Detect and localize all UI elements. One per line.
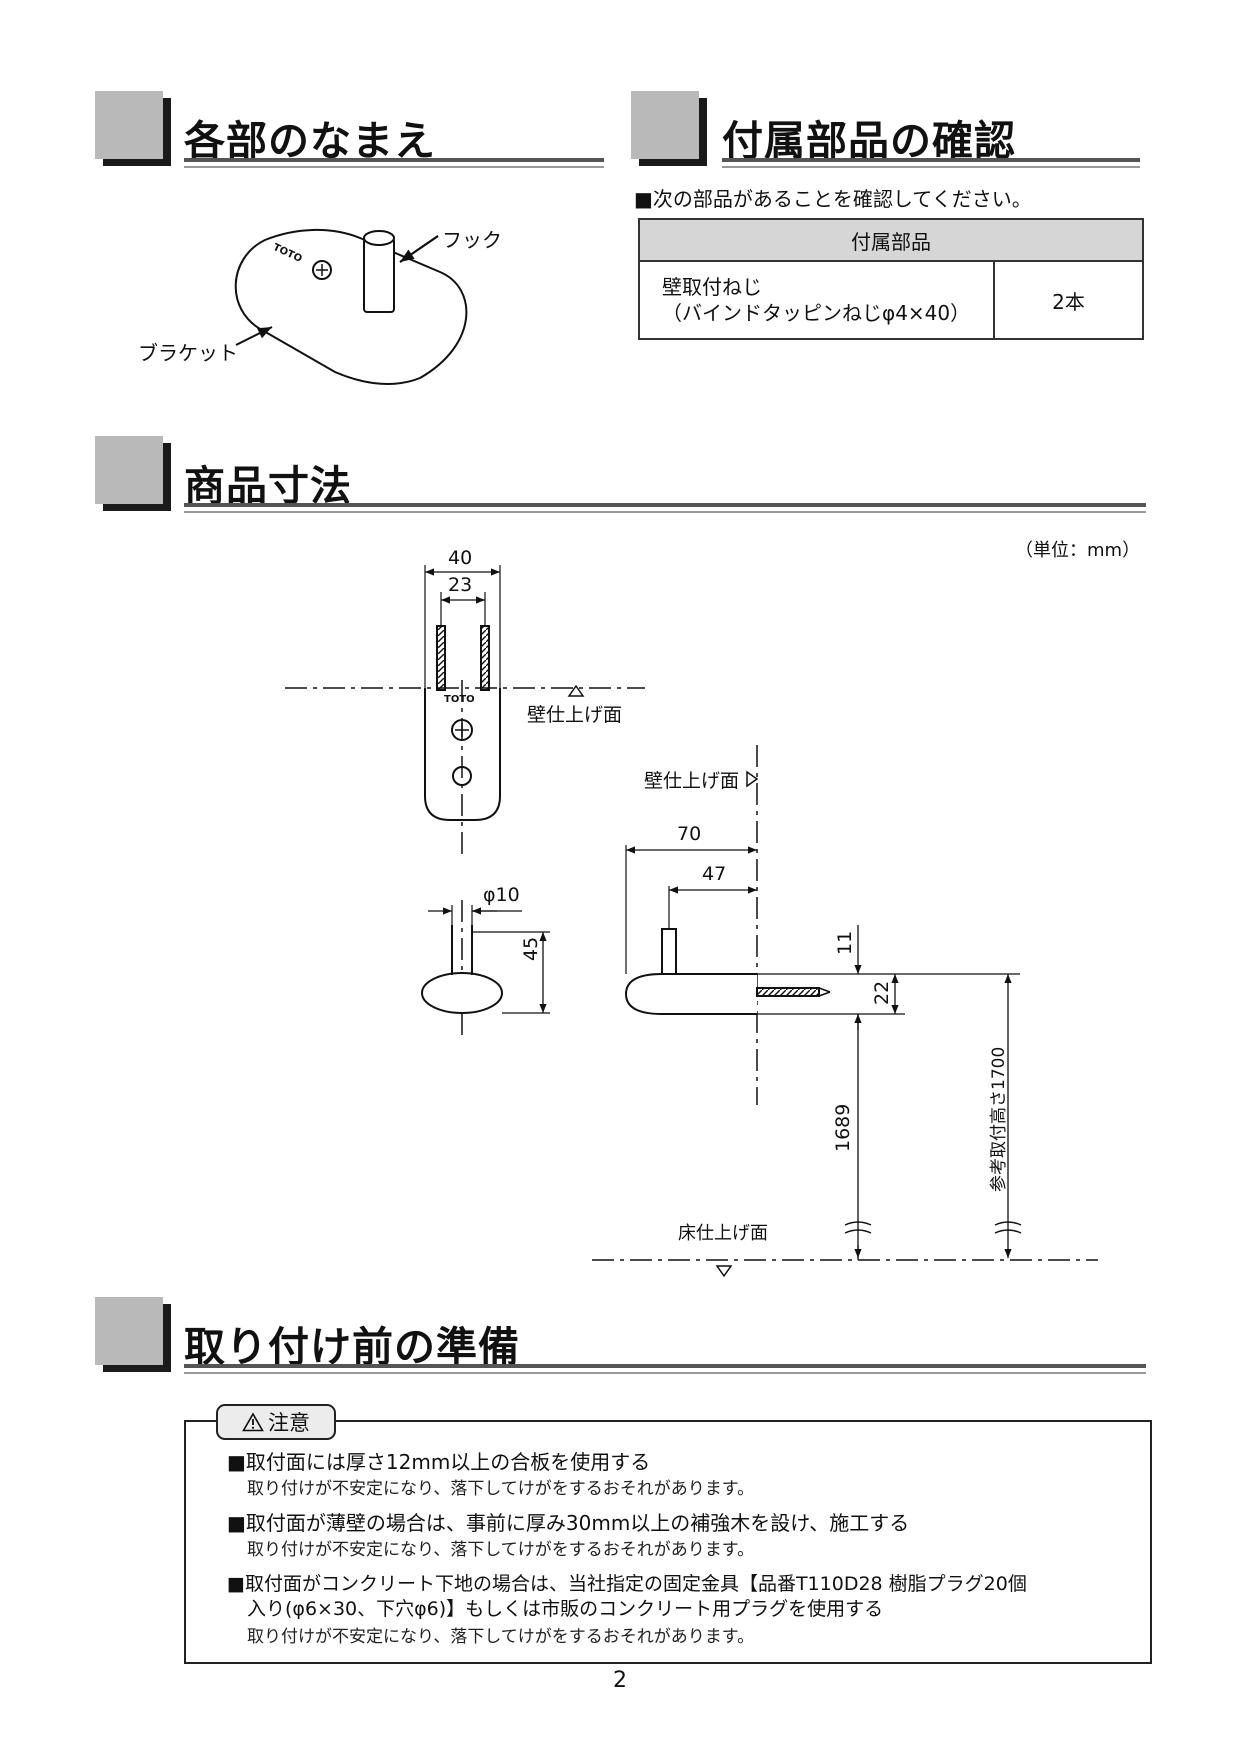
dim-hook-diameter: φ10 <box>483 884 520 906</box>
accessories-table: 付属部品 壁取付ねじ （バインドタッピンねじφ4×40） 2本 <box>638 218 1144 340</box>
unit-label: （単位：mm） <box>1015 540 1141 561</box>
caution-item-1-head: ■取付面には厚さ12mm以上の合板を使用する <box>227 1450 651 1474</box>
caution-item-2-head: ■取付面が薄壁の場合は、事前に厚み30mm以上の補強木を設け、施工する <box>227 1511 910 1535</box>
dim-bracket-thickness: 22 <box>871 980 893 1005</box>
section-title-preparation: 取り付け前の準備 <box>184 1323 520 1371</box>
dim-depth-hook: 47 <box>702 863 727 885</box>
logo-front: TOTO <box>444 694 475 705</box>
accessory-qty: 2本 <box>993 260 1144 340</box>
dim-reference-height: 参考取付高さ1700 <box>989 1046 1009 1192</box>
dim-height-from-floor: 1689 <box>832 1103 854 1152</box>
bracket-illustration <box>234 229 468 385</box>
caution-item-1-sub: 取り付けが不安定になり、落下してけがをするおそれがあります。 <box>247 1479 755 1499</box>
section-title-accessories: 付属部品の確認 <box>722 117 1016 165</box>
side-view-drawing <box>592 745 1098 1278</box>
dim-front-width: 40 <box>448 547 473 569</box>
dim-depth-total: 70 <box>677 823 702 845</box>
warning-triangle-icon <box>242 1412 264 1432</box>
caution-item-2-sub: 取り付けが不安定になり、落下してけがをするおそれがあります。 <box>247 1540 755 1560</box>
page-number: 2 <box>613 1668 627 1693</box>
label-floor-finish: 床仕上げ面 <box>678 1223 768 1244</box>
label-wall-finish-front: 壁仕上げ面 <box>527 704 623 726</box>
accessories-table-header: 付属部品 <box>638 218 1144 262</box>
front-view-drawing <box>285 565 645 860</box>
accessories-intro: ■次の部品があることを確認してください。 <box>634 187 1032 211</box>
section-title-dimensions: 商品寸法 <box>184 462 352 510</box>
label-hook: フック <box>442 228 502 252</box>
hook-top-view-drawing <box>421 900 550 1035</box>
accessory-name: 壁取付ねじ （バインドタッピンねじφ4×40） <box>638 260 995 340</box>
label-bracket: ブラケット <box>138 341 238 365</box>
caution-label: 注意 <box>268 1411 310 1435</box>
dim-hook-top: 11 <box>834 930 856 955</box>
caution-item-3-head: ■取付面がコンクリート下地の場合は、当社指定の固定金具【品番T110D28 樹脂… <box>227 1573 1027 1595</box>
dim-hook-height: 45 <box>520 936 542 961</box>
caution-tag: 注意 <box>216 1404 336 1440</box>
label-wall-finish-side: 壁仕上げ面 <box>644 770 740 792</box>
caution-item-3-head-cont: 入り(φ6×30、下穴φ6)】もしくは市販のコンクリート用プラグを使用する <box>247 1598 884 1620</box>
caution-item-3-sub: 取り付けが不安定になり、落下してけがをするおそれがあります。 <box>247 1627 755 1647</box>
table-row: 壁取付ねじ （バインドタッピンねじφ4×40） 2本 <box>638 260 1144 340</box>
caution-box <box>184 1420 1152 1664</box>
section-title-names: 各部のなまえ <box>184 117 436 165</box>
dim-hole-pitch: 23 <box>448 574 473 596</box>
